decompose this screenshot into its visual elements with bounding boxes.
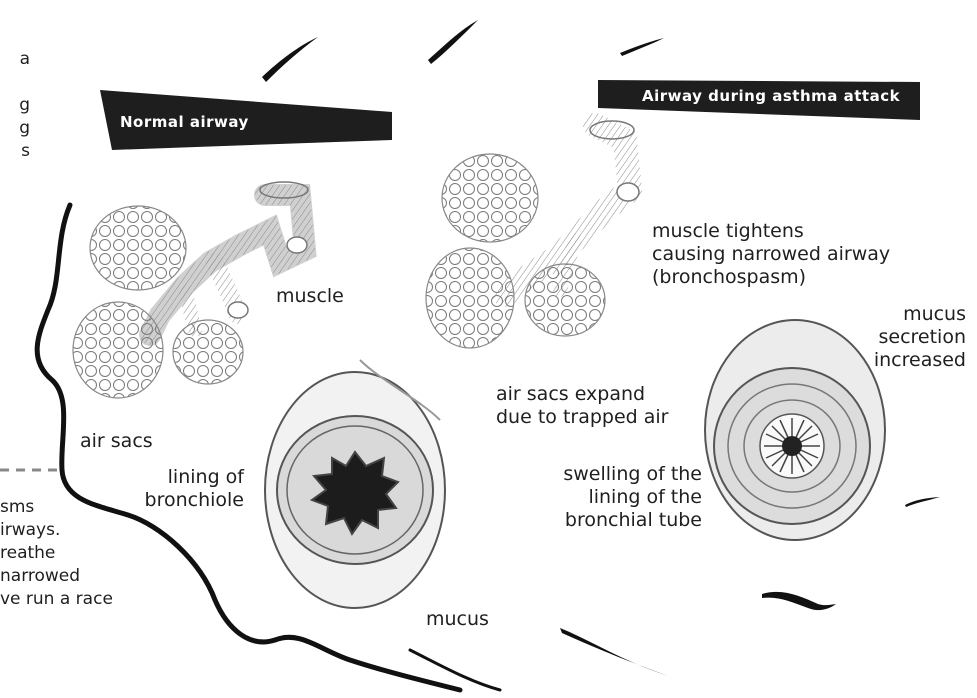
label-line: due to trapped air xyxy=(496,406,669,429)
label-line: bronchial tube xyxy=(556,509,702,532)
label-line: lining of the xyxy=(556,486,702,509)
label-line: bronchiole xyxy=(140,489,244,512)
label-line: lining of xyxy=(140,466,244,489)
left-edge-line: a xyxy=(0,48,30,71)
left-edge-line: narrowed xyxy=(0,565,113,588)
brush-stroke-bottom-mid xyxy=(560,628,668,676)
brush-stroke-right-wave xyxy=(762,592,836,610)
brush-stroke-top-right xyxy=(620,38,664,56)
label-line: air sacs expand xyxy=(496,383,669,406)
left-edge-line: g xyxy=(0,94,30,117)
label-line: (bronchospasm) xyxy=(652,266,890,289)
label-mucus: mucus xyxy=(426,608,489,631)
left-edge-line: irways. xyxy=(0,519,113,542)
left-edge-line: sms xyxy=(0,496,113,519)
label-mucus-secretion: mucus secretion increased xyxy=(866,303,966,372)
label-swelling: swelling of the lining of the bronchial … xyxy=(556,463,702,532)
asthma-airway-title: Airway during asthma attack xyxy=(642,87,900,105)
label-muscle: muscle xyxy=(276,285,344,308)
left-edge-line: g xyxy=(0,117,30,140)
label-line: causing narrowed airway xyxy=(652,243,890,266)
label-line: mucus xyxy=(866,303,966,326)
label-air-sacs-expand: air sacs expand due to trapped air xyxy=(496,383,669,429)
label-air-sacs: air sacs xyxy=(80,430,153,453)
brush-stroke-top-mid xyxy=(428,20,478,64)
left-edge-line: reathe xyxy=(0,542,113,565)
normal-bronchiole-cross-section xyxy=(265,360,445,608)
label-line: secretion xyxy=(866,326,966,349)
label-line: swelling of the xyxy=(556,463,702,486)
normal-airway-title: Normal airway xyxy=(120,113,249,131)
left-edge-line: ve run a race xyxy=(0,588,113,611)
label-line: muscle tightens xyxy=(652,220,890,243)
asthma-airway-illustration xyxy=(426,121,639,348)
brush-stroke-top-left xyxy=(262,37,318,82)
label-lining-of-bronchiole: lining of bronchiole xyxy=(140,466,244,512)
normal-airway-illustration xyxy=(73,182,308,398)
left-edge-text-bottom: sms irways. reathe narrowed ve run a rac… xyxy=(0,496,113,611)
left-wave-line-2 xyxy=(410,650,500,690)
left-edge-line: s xyxy=(0,140,30,163)
brush-stroke-right-small xyxy=(905,497,940,507)
left-edge-text-top: a g g s xyxy=(0,48,30,163)
label-muscle-tightens: muscle tightens causing narrowed airway … xyxy=(652,220,890,289)
asthma-bronchial-cross-section xyxy=(705,320,885,540)
label-line: increased xyxy=(866,349,966,372)
